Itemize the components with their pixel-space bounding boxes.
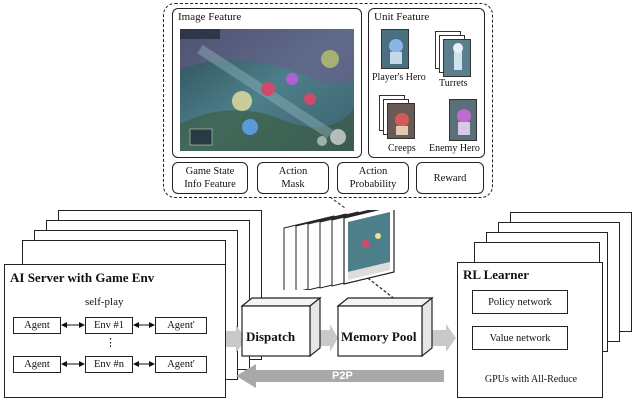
gpus-label: GPUs with All-Reduce [484,374,578,385]
game-state-info-box: Game State Info Feature [172,162,248,194]
game-screenshot-icon [180,29,354,151]
frame-stack [282,205,402,295]
p2p-label: P2P [332,370,353,382]
agent-box-row1-right: Agent' [155,317,207,334]
value-network-box: Value network [472,326,568,350]
turret-thumbnail-icon [443,39,471,77]
self-play-label: self-play [85,296,124,308]
hero-thumbnail-icon [381,29,409,69]
game-state-line2: Info Feature [184,179,236,190]
ellipsis-label: ⋮ [105,337,116,349]
image-feature-box: Image Feature [172,8,362,158]
reward-box: Reward [416,162,484,194]
agent-box-row2-right: Agent' [155,356,207,373]
action-mask-line1: Action [278,166,308,177]
env-box-row2: Env #n [85,356,133,373]
ai-server-title: AI Server with Game Env [10,270,155,285]
env-box-row1: Env #1 [85,317,133,334]
image-feature-title: Image Feature [178,11,242,23]
reward-label: Reward [433,172,467,184]
unit-label-enemy-hero: Enemy Hero [429,143,480,154]
action-probability-line1: Action [358,166,388,177]
creep-thumbnail-icon [387,103,415,139]
ai-server-panel: AI Server with Game Env self-play Agent … [4,264,226,398]
agent-env-arrows [61,322,155,367]
enemy-hero-thumbnail-icon [449,99,477,141]
rl-learner-panel: RL Learner Policy network Value network … [457,262,603,398]
memory-pool-label: Memory Pool [341,329,417,344]
memory-pool-cube [336,296,434,358]
action-mask-line2: Mask [281,179,305,190]
unit-label-players-hero: Player's Hero [372,72,426,83]
rl-learner-title: RL Learner [463,267,530,282]
unit-feature-box: Unit Feature Player's Hero Turrets Creep… [368,8,485,158]
unit-feature-title: Unit Feature [374,11,430,23]
unit-label-creeps: Creeps [388,143,416,154]
agent-box-row2-left: Agent [13,356,61,373]
action-mask-box: Action Mask [257,162,329,194]
game-state-line1: Game State [185,166,235,177]
policy-network-box: Policy network [472,290,568,314]
action-probability-box: Action Probability [337,162,409,194]
dispatch-cube [240,296,322,358]
p2p-arrow [236,364,444,388]
feature-panel [163,3,493,198]
unit-label-turrets: Turrets [439,78,468,89]
action-probability-line2: Probability [349,179,397,190]
dispatch-label: Dispatch [246,329,296,344]
agent-box-row1-left: Agent [13,317,61,334]
